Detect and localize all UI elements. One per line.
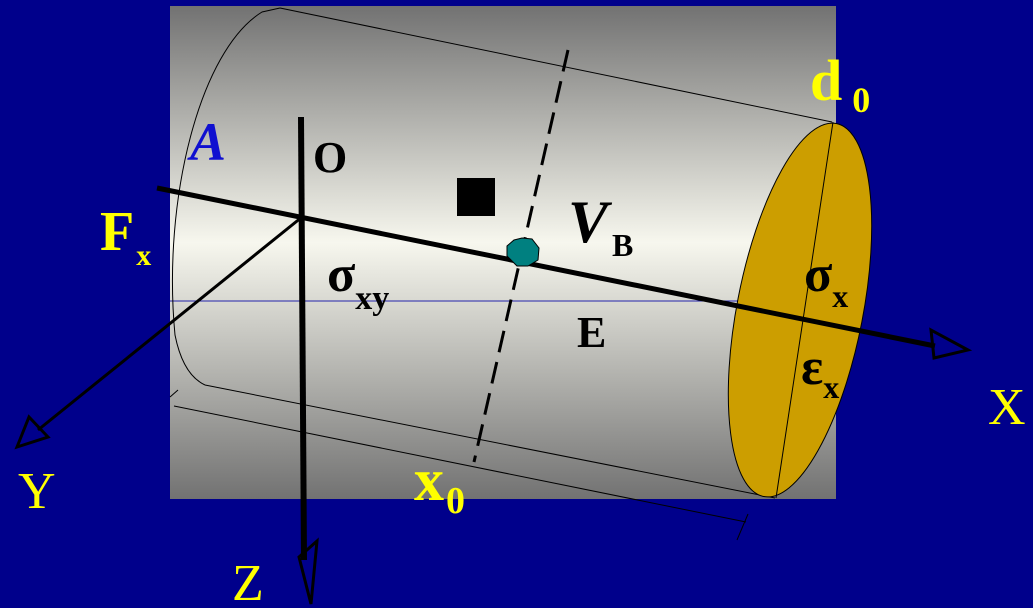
background-panel: [170, 6, 836, 499]
shear-stress-sub: xy: [355, 280, 389, 317]
x-axis-label: X: [988, 379, 1026, 436]
end-face-diameter-line: [775, 121, 834, 499]
strain-main: ε: [801, 339, 823, 396]
modulus-label: E: [577, 308, 606, 357]
end-face: [727, 122, 873, 498]
z-axis-label: Z: [232, 555, 264, 608]
strain-label: εx: [801, 339, 839, 405]
shear-stress-main: σ: [327, 246, 355, 303]
diameter-sub: 0: [852, 80, 870, 120]
length-label: x0: [414, 447, 465, 522]
y-axis-label: Y: [18, 463, 56, 520]
volume-element-square: [457, 178, 495, 216]
force-label: Fx: [100, 201, 151, 272]
force-label-sub: x: [136, 239, 151, 272]
x-axis: [156, 185, 973, 360]
z-axis: [297, 116, 319, 605]
y-axis-arrowhead: [14, 414, 51, 450]
shear-stress-label: σxy: [327, 246, 389, 317]
origin-label: O: [313, 133, 347, 182]
x-axis-arrowhead: [929, 327, 973, 360]
force-label-main: F: [100, 201, 134, 263]
length-dimension: [169, 389, 749, 541]
length-main: x: [414, 447, 444, 513]
normal-stress-sub: x: [832, 278, 848, 314]
length-sub: 0: [446, 480, 465, 522]
volume-label-sub: B: [612, 227, 633, 263]
y-axis: [14, 215, 303, 450]
diameter-main: d: [810, 48, 842, 113]
normal-stress-label: σx: [804, 246, 848, 314]
strain-sub: x: [823, 369, 839, 405]
z-axis-arrowhead: [297, 537, 319, 605]
area-label: A: [187, 112, 226, 172]
particle-icon: [506, 237, 540, 267]
normal-stress-main: σ: [804, 246, 832, 303]
volume-label-main: V: [568, 189, 613, 255]
